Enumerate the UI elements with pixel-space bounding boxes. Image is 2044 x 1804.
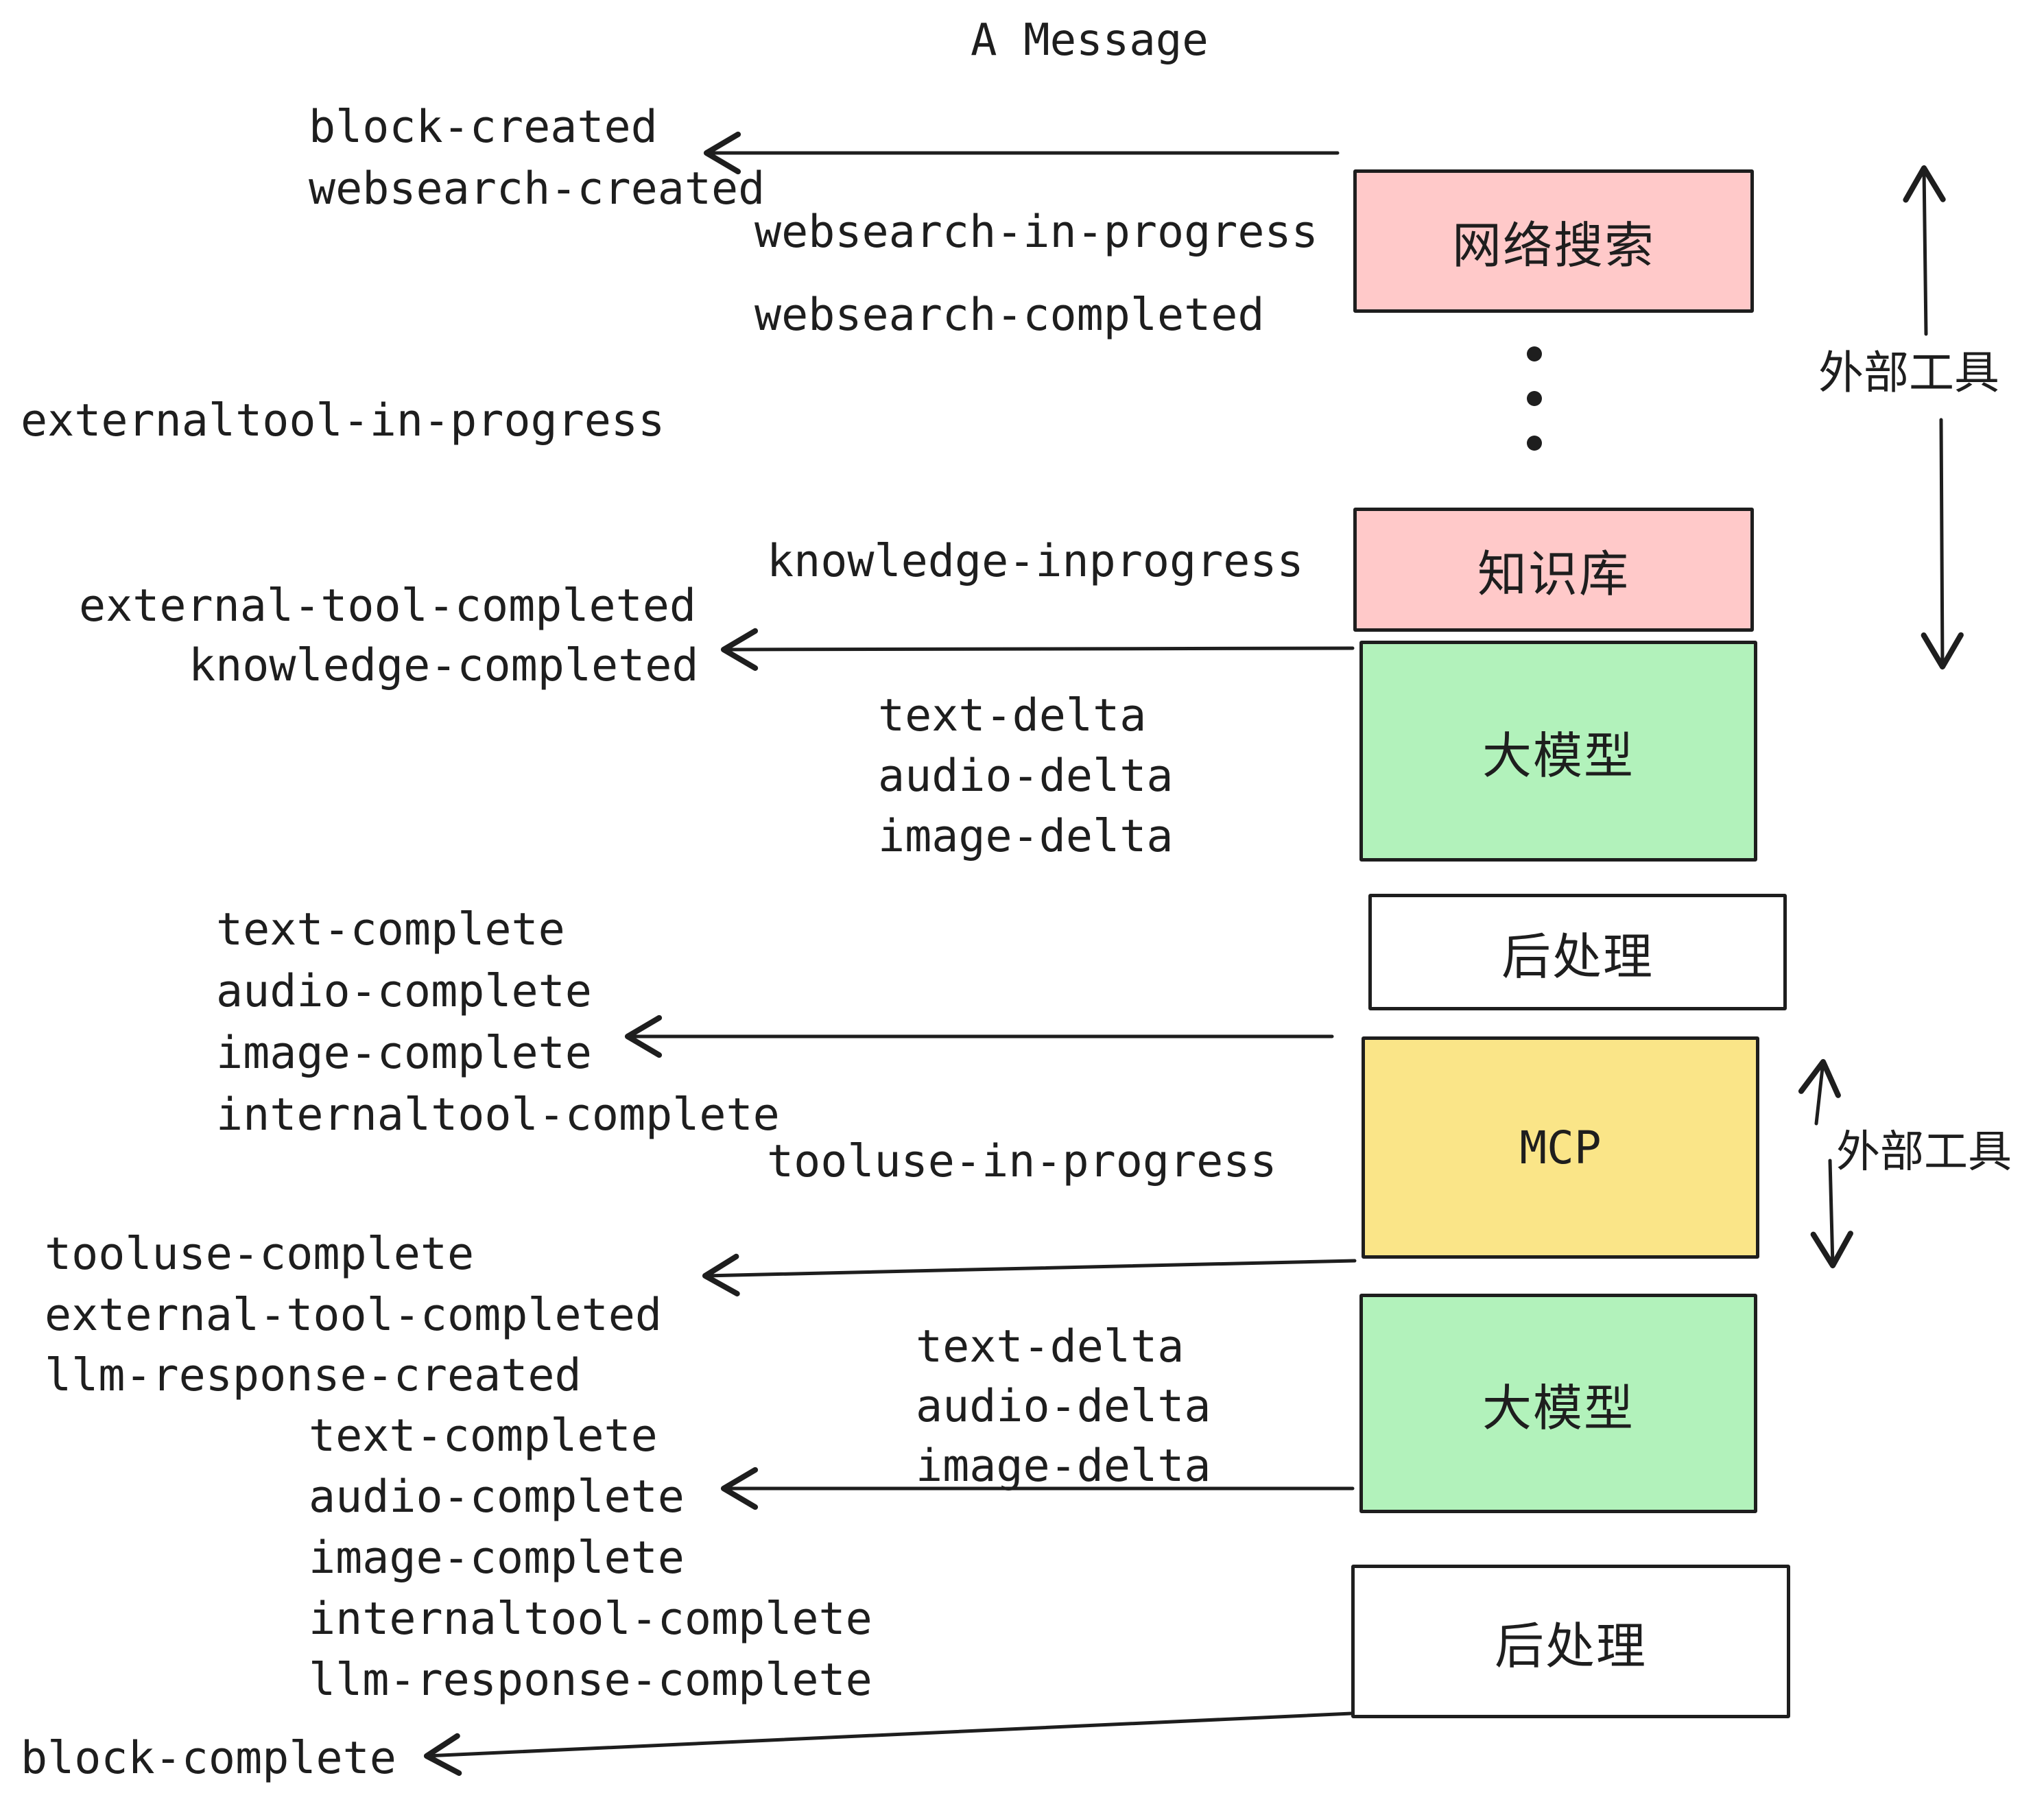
box-websearch-label: 网络搜索: [1451, 219, 1655, 274]
event-image-complete-2: image-complete: [309, 1532, 685, 1584]
event-audio-complete-1: audio-complete: [216, 966, 592, 1017]
arrow-external-down-2: [1810, 1159, 1853, 1269]
event-audio-delta-1: audio-delta: [878, 750, 1174, 802]
event-tooluse-in-progress: tooluse-in-progress: [767, 1136, 1277, 1187]
event-text-complete-2: text-complete: [309, 1410, 658, 1462]
box-websearch: 网络搜索: [1353, 169, 1754, 313]
event-text-complete-1: text-complete: [216, 904, 565, 956]
arrow-block-complete: [423, 1709, 1399, 1777]
event-internaltool-complete-1: internaltool-complete: [216, 1089, 780, 1141]
event-image-delta-2: image-delta: [916, 1440, 1211, 1492]
diagram-title: A Message: [971, 15, 1209, 66]
ellipsis-dots: [1527, 346, 1542, 451]
event-tooluse-complete: tooluse-complete: [45, 1229, 475, 1280]
event-knowledge-inprogress: knowledge-inprogress: [767, 536, 1304, 587]
event-internaltool-complete-2: internaltool-complete: [309, 1593, 872, 1645]
event-text-delta-1: text-delta: [878, 690, 1147, 741]
arrow-knowledge-completed: [720, 628, 1355, 672]
event-externaltool-in-progress: externaltool-in-progress: [21, 395, 665, 447]
box-postprocess-2: 后处理: [1351, 1565, 1790, 1718]
event-websearch-in-progress: websearch-in-progress: [754, 206, 1318, 258]
box-mcp-label: MCP: [1519, 1121, 1602, 1174]
box-postprocess-2-label: 后处理: [1494, 1619, 1647, 1674]
box-llm-1: 大模型: [1359, 641, 1757, 862]
box-llm-2-label: 大模型: [1482, 1381, 1635, 1436]
box-postprocess-1: 后处理: [1368, 894, 1787, 1010]
event-websearch-completed: websearch-completed: [754, 289, 1265, 341]
arrow-tooluse-complete: [702, 1253, 1357, 1297]
event-llm-response-complete: llm-response-complete: [309, 1654, 872, 1706]
arrow-external-up-2: [1798, 1058, 1841, 1126]
event-llm-response-created: llm-response-created: [45, 1350, 582, 1401]
event-audio-delta-2: audio-delta: [916, 1381, 1211, 1432]
arrow-external-down-1: [1921, 418, 1964, 670]
event-text-delta-2: text-delta: [916, 1321, 1185, 1373]
event-image-delta-1: image-delta: [878, 811, 1174, 862]
event-external-tool-completed-1: external-tool-completed: [79, 580, 697, 632]
dot: [1527, 391, 1542, 406]
box-knowledge: 知识库: [1353, 508, 1754, 632]
dot: [1527, 436, 1542, 451]
event-block-created: block-created: [309, 102, 658, 153]
box-mcp: MCP: [1362, 1036, 1759, 1259]
box-llm-1-label: 大模型: [1482, 728, 1635, 784]
event-audio-complete-2: audio-complete: [309, 1471, 685, 1523]
event-websearch-created: websearch-created: [309, 163, 765, 215]
event-image-complete-1: image-complete: [216, 1028, 592, 1079]
box-postprocess-1-label: 后处理: [1501, 929, 1654, 985]
arrow-external-up-1: [1903, 165, 1946, 336]
dot: [1527, 346, 1542, 361]
external-tools-label-1: 外部工具: [1818, 347, 1999, 398]
box-knowledge-label: 知识库: [1477, 547, 1630, 602]
box-llm-2: 大模型: [1359, 1294, 1757, 1513]
external-tools-label-2: 外部工具: [1836, 1127, 2012, 1176]
event-knowledge-completed: knowledge-completed: [189, 640, 699, 691]
event-block-complete: block-complete: [21, 1733, 396, 1784]
event-external-tool-completed-2: external-tool-completed: [45, 1290, 663, 1341]
